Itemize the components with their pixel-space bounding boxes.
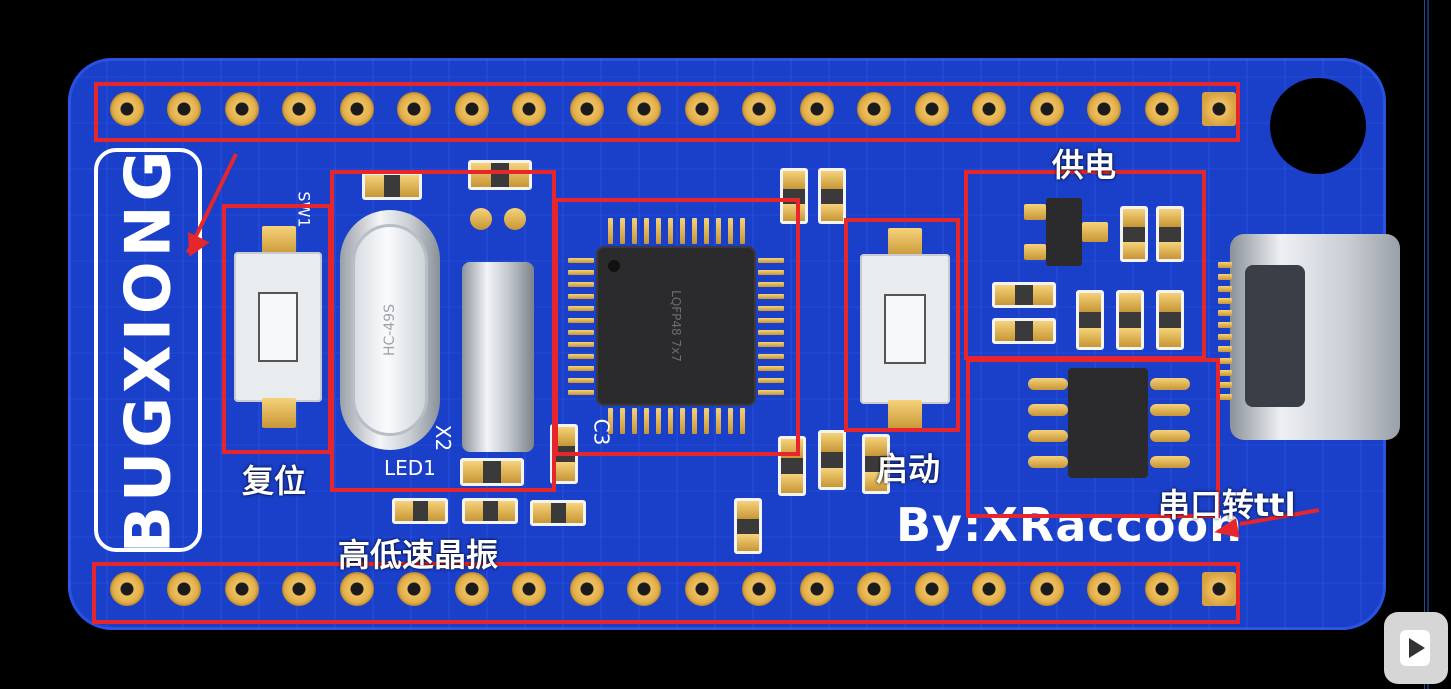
smd-terminal xyxy=(395,501,413,521)
smd-terminal xyxy=(737,501,759,519)
smd-component xyxy=(818,168,846,224)
smd-terminal xyxy=(821,433,843,452)
usb-pad xyxy=(1218,370,1232,376)
usb-pad xyxy=(1218,394,1232,400)
smd-terminal xyxy=(821,204,843,222)
smd-terminal xyxy=(428,501,446,521)
boot-label: 启动 xyxy=(876,444,940,490)
serial-label: 串口转ttl xyxy=(1158,480,1296,526)
usb-pad xyxy=(1218,334,1232,340)
smd-component xyxy=(392,498,448,524)
smd-terminal xyxy=(821,171,843,189)
smd-terminal xyxy=(737,534,759,552)
usb-pad xyxy=(1218,310,1232,316)
smd-component xyxy=(462,498,518,524)
power-label: 供电 xyxy=(1052,140,1116,186)
crystal-highlight xyxy=(330,170,556,492)
usb-pad xyxy=(1218,358,1232,364)
boot-highlight xyxy=(844,218,960,432)
frame-edge-shadow xyxy=(1427,0,1429,689)
usb-pad xyxy=(1218,298,1232,304)
smd-terminal xyxy=(465,501,483,521)
power-highlight xyxy=(964,170,1206,360)
smd-component xyxy=(818,430,846,490)
board-logo: BUGXIONG xyxy=(112,147,185,554)
usb-pad xyxy=(1218,274,1232,280)
smd-component xyxy=(530,500,586,526)
usb-pad xyxy=(1218,286,1232,292)
smd-terminal xyxy=(498,501,516,521)
smd-terminal xyxy=(553,462,575,481)
top-header-highlight xyxy=(94,82,1240,142)
reset-highlight xyxy=(222,204,332,454)
smd-component xyxy=(734,498,762,554)
usb-pad xyxy=(1218,262,1232,268)
smd-terminal xyxy=(533,503,551,523)
play-triangle-icon xyxy=(1409,638,1425,658)
usb-pad xyxy=(1218,346,1232,352)
frame-edge xyxy=(1424,0,1425,689)
bottom-header-highlight xyxy=(92,562,1240,624)
crystal-label: 高低速晶振 xyxy=(338,530,498,576)
reset-label: 复位 xyxy=(242,456,306,502)
smd-terminal xyxy=(566,503,584,523)
mounting-hole xyxy=(1270,78,1366,174)
smd-terminal xyxy=(783,171,805,189)
usb-pad xyxy=(1218,382,1232,388)
usb-pad xyxy=(1218,322,1232,328)
smd-terminal xyxy=(781,474,803,493)
usb-c-port xyxy=(1245,265,1305,407)
mcu-highlight xyxy=(554,198,800,456)
smd-terminal xyxy=(821,468,843,487)
